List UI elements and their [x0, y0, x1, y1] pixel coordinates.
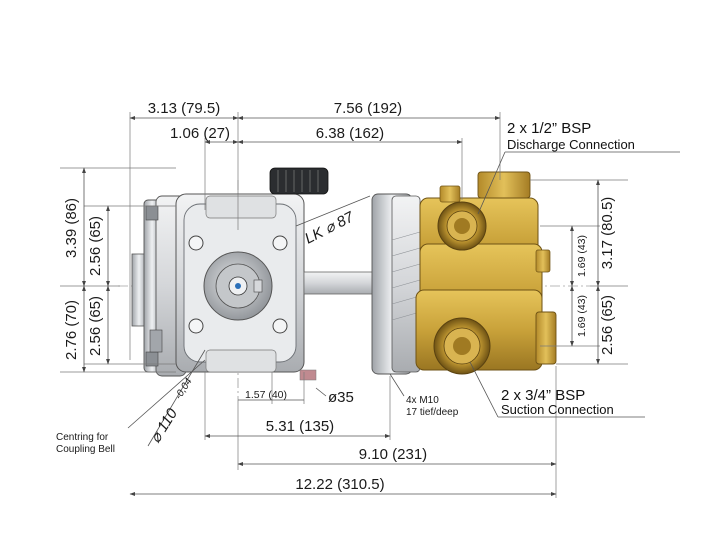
oil-filler-cap — [269, 167, 329, 195]
centring-label-1: Centring for — [56, 432, 109, 443]
dim-top-overall-width: 7.56 (192) — [334, 100, 402, 117]
crankcase — [175, 193, 305, 373]
dim-bottom-flange-to-mount: 5.31 (135) — [266, 418, 334, 435]
dim-right-lower: 2.56 (65) — [599, 295, 616, 355]
dim-shaft-diameter: ø35 — [328, 389, 354, 406]
discharge-connection-title: 2 x 1/2” BSP — [507, 120, 591, 137]
dim-top-left-width: 3.13 (79.5) — [148, 100, 221, 117]
centring-diameter-label: ⌀ 110 — [147, 405, 181, 446]
pump-illustration — [118, 167, 590, 400]
brass-manifold — [415, 171, 557, 375]
bolt-circle-label: LK ⌀ 87 — [302, 208, 357, 247]
suction-connection-title: 2 x 3/4” BSP — [501, 387, 585, 404]
suction-connection-label: Suction Connection — [501, 402, 614, 417]
plunger-section — [299, 193, 421, 381]
dimension-labels: 3.13 (79.5) 7.56 (192) 1.06 (27) 6.38 (1… — [63, 100, 616, 493]
dim-right-upper-small: 1.69 (43) — [576, 235, 588, 277]
centring-tolerance-label: -0,04 — [173, 376, 195, 402]
dim-left-lower-total: 2.76 (70) — [63, 300, 80, 360]
dimension-lines — [60, 112, 680, 498]
dim-top-flange: 1.06 (27) — [170, 125, 230, 142]
thread-label-1: 4x M10 — [406, 395, 439, 406]
dim-bottom-mount-span: 9.10 (231) — [359, 446, 427, 463]
dim-top-to-manifold: 6.38 (162) — [316, 125, 384, 142]
dim-left-upper: 2.56 (65) — [87, 216, 104, 276]
dim-right-upper-total: 3.17 (80.5) — [599, 197, 616, 270]
thread-label-2: 17 tief/deep — [406, 407, 459, 418]
dim-left-upper-total: 3.39 (86) — [63, 198, 80, 258]
dim-right-lower-small: 1.69 (43) — [576, 295, 588, 337]
connection-labels: 2 x 1/2” BSP Discharge Connection 2 x 3/… — [501, 120, 635, 417]
centring-label-2: Coupling Bell — [56, 444, 115, 455]
dim-shaft-offset: 1.57 (40) — [245, 389, 287, 401]
dim-left-lower: 2.56 (65) — [87, 296, 104, 356]
discharge-connection-label: Discharge Connection — [507, 137, 635, 152]
dim-bottom-overall: 12.22 (310.5) — [295, 476, 384, 493]
